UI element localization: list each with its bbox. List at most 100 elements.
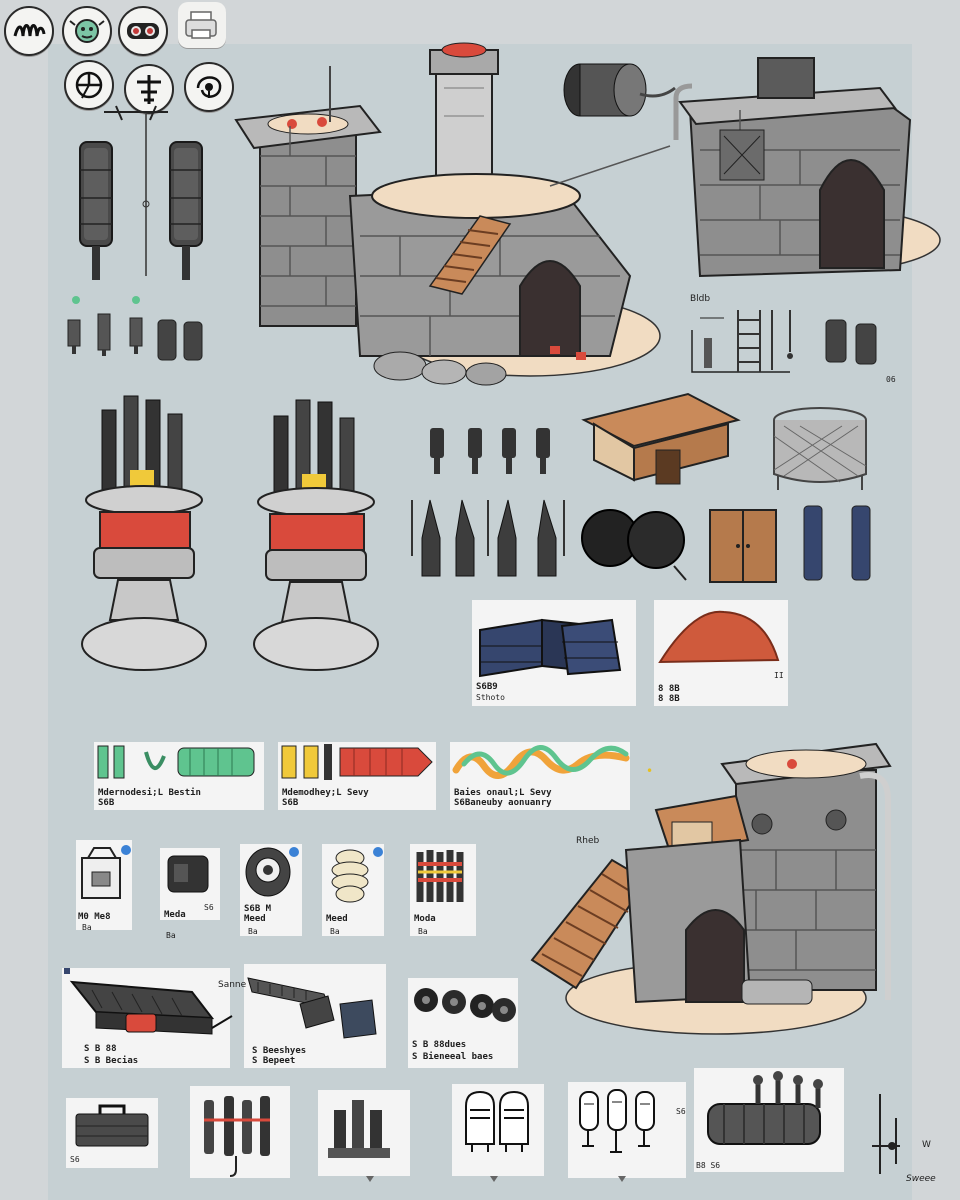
yellow-pipe-card[interactable]: Mdemodhey;L Sevy S6B bbox=[278, 742, 436, 810]
icon-card-bag[interactable]: M0 Me8 Ba bbox=[76, 840, 132, 932]
ore-code: 8 8B bbox=[658, 684, 680, 694]
rail-caption-1: S B 88 bbox=[84, 1044, 117, 1054]
goblin-face-button[interactable] bbox=[62, 6, 112, 56]
bottles-rack-card[interactable] bbox=[190, 1086, 290, 1178]
icon-card-coil-caption: Meed bbox=[326, 914, 348, 924]
spool-icon bbox=[245, 847, 299, 897]
crates-card[interactable]: S6B9 Sthoto bbox=[472, 600, 636, 706]
forge-building bbox=[530, 742, 892, 1035]
goggles-mask-button[interactable] bbox=[118, 6, 168, 56]
bell-swirl-button[interactable] bbox=[184, 62, 234, 112]
lockers-card[interactable] bbox=[452, 1084, 544, 1176]
printer-button[interactable] bbox=[178, 2, 226, 48]
rail-card[interactable]: S B 88 S B Becias bbox=[62, 968, 233, 1068]
totem-cross-icon bbox=[137, 75, 161, 104]
yellow-pipe-graphic bbox=[281, 744, 433, 780]
icon-card-spool-sub: Ba bbox=[248, 927, 258, 936]
tire-caption-2: S Bieneeal baes bbox=[412, 1052, 494, 1062]
icon-card-bag-caption: M0 Me8 bbox=[78, 912, 111, 922]
tank-drum bbox=[563, 63, 676, 117]
yellow-pipe-caption: Mdemodhey;L Sevy bbox=[282, 788, 369, 798]
furnace-tower-left bbox=[81, 395, 207, 671]
green-pipe-code: S6B bbox=[98, 798, 115, 808]
crates-code: S6B9 bbox=[476, 682, 498, 692]
scribble-logo-button[interactable] bbox=[4, 6, 54, 56]
icon-card-radio-side: S6 bbox=[204, 903, 214, 912]
ladder-and-rods bbox=[691, 310, 877, 373]
corner-note: Sweee bbox=[906, 1174, 936, 1184]
hut-cage-props bbox=[581, 392, 871, 583]
small-fuses bbox=[67, 313, 203, 361]
left-parts-cluster bbox=[67, 105, 203, 361]
wave-pipe-card[interactable]: Baies onaul;L Sevy S6Baneuby aonuanry bbox=[450, 742, 630, 810]
wave-marker: • bbox=[646, 764, 654, 778]
ore-card[interactable]: 8 8B 8 8B II bbox=[654, 600, 788, 706]
wave-pipe-caption: Baies onaul;L Sevy bbox=[454, 788, 552, 798]
icon-card-spool-caption: S6B M bbox=[244, 904, 272, 914]
icon-card-spool-caption-2: Meed bbox=[244, 914, 266, 924]
forge-wall bbox=[624, 838, 813, 1005]
printer-icon bbox=[185, 11, 217, 39]
navy-cylinders bbox=[803, 505, 871, 581]
wave-pipe-code: S6Baneuby aonuanry bbox=[454, 798, 552, 808]
yellow-pipe-code: S6B bbox=[282, 798, 299, 808]
forge-press-code: B8 S6 bbox=[696, 1161, 721, 1170]
conveyor-graphic bbox=[247, 977, 377, 1039]
tire-graphic bbox=[414, 988, 516, 1022]
briefcase-sub: S6 bbox=[70, 1155, 80, 1164]
bottom-pointers bbox=[366, 1176, 626, 1182]
gauges-icon bbox=[579, 1089, 655, 1153]
furnace-tower-right bbox=[253, 399, 379, 671]
forge-press-icon bbox=[707, 1071, 823, 1145]
bell-swirl-icon bbox=[196, 76, 222, 98]
icon-card-bag-sub: Ba bbox=[82, 923, 92, 932]
castle-rubble bbox=[373, 346, 586, 386]
icon-card-radio[interactable]: Meda S6 bbox=[160, 848, 220, 920]
mesh-cage bbox=[773, 407, 867, 490]
icon-card-pillars-sub: Ba bbox=[418, 927, 428, 936]
conveyor-card[interactable]: Sanne S Beeshyes S Bepeet bbox=[218, 964, 386, 1068]
icon-card-coil[interactable]: Meed Ba bbox=[322, 844, 384, 936]
pillars-icon bbox=[416, 850, 464, 902]
gauges-card[interactable] bbox=[568, 1082, 686, 1178]
green-pipe-card[interactable]: Mdernodesi;L Bestin S6B bbox=[94, 742, 264, 810]
forge-tower bbox=[720, 742, 892, 1000]
target-pin-icon bbox=[75, 71, 103, 99]
icon-card-spool[interactable]: S6B M Meed Ba bbox=[240, 844, 302, 936]
radio-icon bbox=[167, 855, 209, 893]
axis-w-label: W bbox=[922, 1140, 931, 1150]
dark-spheres bbox=[581, 509, 687, 581]
capsules-bottles bbox=[411, 428, 565, 577]
goblin-face-icon bbox=[69, 19, 105, 43]
totem-cross-button[interactable] bbox=[124, 64, 174, 114]
wooden-cabinet bbox=[709, 509, 777, 583]
forge-side-label: S6 bbox=[676, 1107, 686, 1116]
briefcase-card[interactable]: S6 bbox=[66, 1098, 158, 1168]
rail-graphic bbox=[64, 968, 233, 1035]
conveyor-caption-1: S Beeshyes bbox=[252, 1046, 307, 1056]
target-pin-button[interactable] bbox=[64, 60, 114, 110]
battery-left bbox=[79, 141, 113, 280]
wave-pipe-graphic bbox=[452, 745, 630, 779]
battery-right bbox=[169, 141, 203, 280]
left-keep-tower bbox=[234, 104, 382, 327]
forge-press-card[interactable]: B8 S6 bbox=[694, 1068, 844, 1172]
green-pipe-graphic bbox=[97, 745, 255, 779]
coil-icon bbox=[331, 847, 383, 903]
ore-code-2: 8 8B bbox=[658, 694, 680, 704]
scribble-logo-icon bbox=[13, 24, 46, 37]
icon-card-pillars[interactable]: Moda Ba bbox=[410, 844, 476, 936]
briefcase-icon bbox=[75, 1104, 149, 1147]
lockers-icon bbox=[465, 1090, 529, 1152]
rail-caption-2: S B Becias bbox=[84, 1056, 139, 1066]
castle-archway bbox=[519, 260, 581, 357]
main-castle-building bbox=[234, 42, 671, 386]
icon-card-radio-caption: Meda bbox=[164, 910, 186, 920]
gatehouse-building bbox=[563, 57, 941, 278]
tire-caption-1: S B 88dues bbox=[412, 1040, 467, 1050]
valves-card[interactable] bbox=[318, 1090, 410, 1176]
icon-card-radio-sub: Ba bbox=[166, 931, 176, 940]
tire-card[interactable]: S B 88dues S Bieneeal baes bbox=[408, 978, 518, 1068]
green-pipe-caption: Mdernodesi;L Bestin bbox=[98, 788, 201, 798]
crates-sub: Sthoto bbox=[476, 693, 505, 702]
